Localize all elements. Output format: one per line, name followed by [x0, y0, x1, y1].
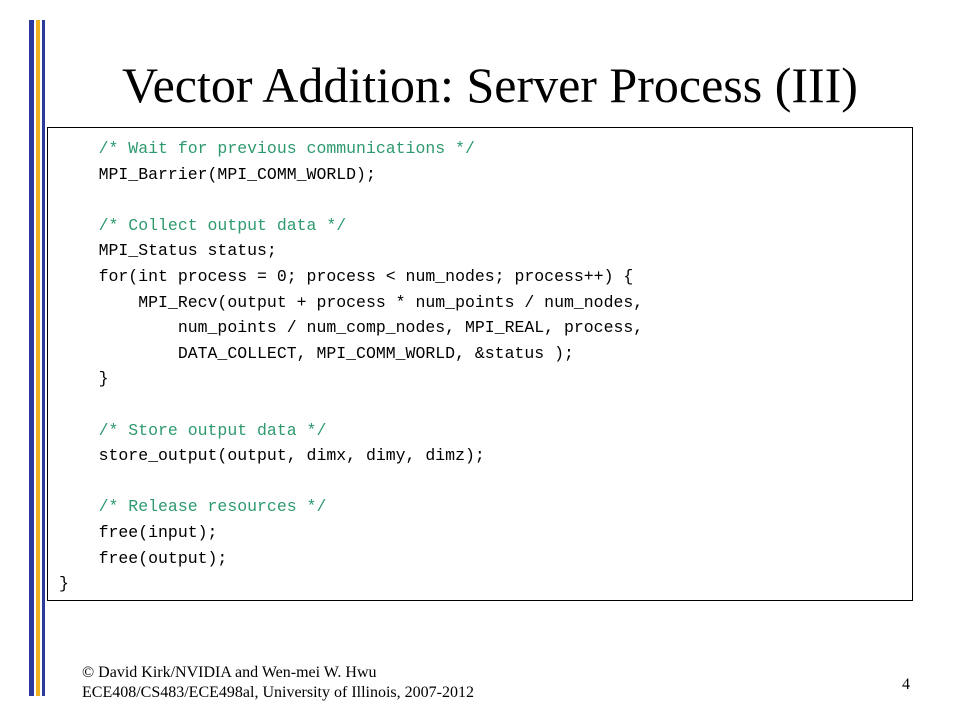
code-line: num_points / num_comp_nodes, MPI_REAL, p…	[59, 318, 644, 338]
code-comment-line: /* Collect output data */	[59, 215, 347, 235]
code-comment-line: /* Wait for previous communications */	[59, 139, 475, 158]
footer-credit: © David Kirk/NVIDIA and Wen-mei W. Hwu E…	[82, 663, 474, 703]
code-comment-line: /* Release resources */	[59, 497, 327, 517]
code-comment-line: /* Store output data */	[59, 420, 327, 440]
footer-credit-line-1: © David Kirk/NVIDIA and Wen-mei W. Hwu	[82, 664, 377, 681]
code-line	[59, 392, 643, 418]
code-line: }	[59, 369, 109, 389]
code-line: MPI_Barrier(MPI_COMM_WORLD);	[59, 164, 376, 184]
accent-bar-blue	[29, 20, 34, 696]
code-line: free(output);	[59, 548, 228, 568]
accent-bar-gold	[36, 20, 40, 696]
code-line: free(input);	[59, 522, 218, 542]
code-line: store_output(output, dimx, dimy, dimz);	[59, 446, 485, 466]
accent-bar-blue-inner	[42, 20, 45, 696]
code-listing: /* Wait for previous communications */ M…	[59, 136, 643, 597]
code-line	[59, 187, 643, 213]
code-line: }	[59, 574, 69, 594]
page-number: 4	[902, 676, 910, 693]
footer-credit-line-2: ECE408/CS483/ECE498al, University of Ill…	[82, 684, 474, 701]
code-line	[59, 469, 643, 495]
code-line: MPI_Recv(output + process * num_points /…	[59, 292, 644, 312]
slide-title: Vector Addition: Server Process (III)	[122, 57, 858, 113]
code-line: MPI_Status status;	[59, 241, 277, 261]
code-box: /* Wait for previous communications */ M…	[47, 127, 913, 601]
code-line: for(int process = 0; process < num_nodes…	[59, 266, 634, 286]
code-line: DATA_COLLECT, MPI_COMM_WORLD, &status );	[59, 343, 574, 363]
